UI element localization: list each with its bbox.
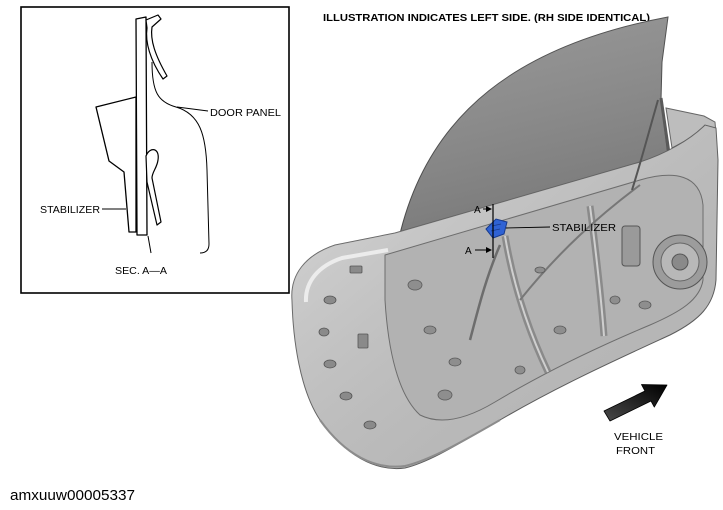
service-hole <box>407 279 423 291</box>
service-hole <box>514 365 526 375</box>
door-handle-rod <box>631 99 659 191</box>
section-stabilizer-label: STABILIZER <box>40 205 100 216</box>
mounting-hole <box>323 295 337 305</box>
section-line-a: A A <box>465 204 494 258</box>
wire-harness <box>468 244 502 341</box>
flange-section <box>135 16 148 236</box>
section-view: DOOR PANEL STABILIZER SEC. A—A <box>20 6 290 294</box>
door-rim-highlight <box>303 248 389 303</box>
vehicle-front-label-line1: VEHICLE <box>614 432 663 443</box>
service-hole <box>638 300 652 310</box>
door-speaker <box>652 234 708 290</box>
mounting-hole <box>318 327 330 337</box>
door-panel-leader-line <box>176 106 209 112</box>
mounting-hole <box>323 359 337 369</box>
door-illustration: A A STABILIZER <box>291 16 719 470</box>
service-hole <box>437 389 453 401</box>
vehicle-front-indicator: VEHICLE FRONT <box>603 384 668 457</box>
door-lower-shadow <box>319 419 501 468</box>
door-glass-shading <box>399 17 668 238</box>
regulator-cable <box>519 184 641 301</box>
inner-panel-holes <box>407 266 652 401</box>
stabilizer-callout-label: STABILIZER <box>552 223 616 234</box>
section-mark-top: A <box>474 205 481 216</box>
regulator-rail-front-highlight <box>504 235 549 373</box>
arrow-up-right-icon <box>603 384 668 422</box>
door-panel-outline <box>151 61 210 254</box>
service-hole <box>448 357 462 367</box>
door-panel-label: DOOR PANEL <box>210 108 281 119</box>
check-link-mount <box>357 333 369 349</box>
vehicle-front-label-line2: FRONT <box>616 446 655 457</box>
lock-actuator <box>621 225 641 267</box>
stabilizer-callout-leader <box>505 226 551 229</box>
stabilizer-part-highlight <box>485 218 508 239</box>
regulator-rail-rear-highlight <box>589 205 605 337</box>
service-hole <box>553 325 567 335</box>
hinge-mount <box>349 265 363 274</box>
mounting-hole <box>363 420 377 430</box>
service-hole <box>534 266 546 274</box>
mounting-hole <box>339 391 353 401</box>
door-panel-lower-edge <box>147 235 152 254</box>
service-hole <box>609 295 621 305</box>
upper-clip-section <box>145 14 168 80</box>
figure-id: amxuuw00005337 <box>10 487 135 504</box>
service-hole <box>423 325 437 335</box>
flange-holes <box>318 265 377 430</box>
speaker-center <box>671 253 689 271</box>
lower-clip-section <box>145 149 162 226</box>
section-mark-bottom: A <box>465 246 472 257</box>
illustration-note: ILLUSTRATION INDICATES LEFT SIDE. (RH SI… <box>323 13 650 24</box>
section-caption: SEC. A—A <box>115 266 167 277</box>
